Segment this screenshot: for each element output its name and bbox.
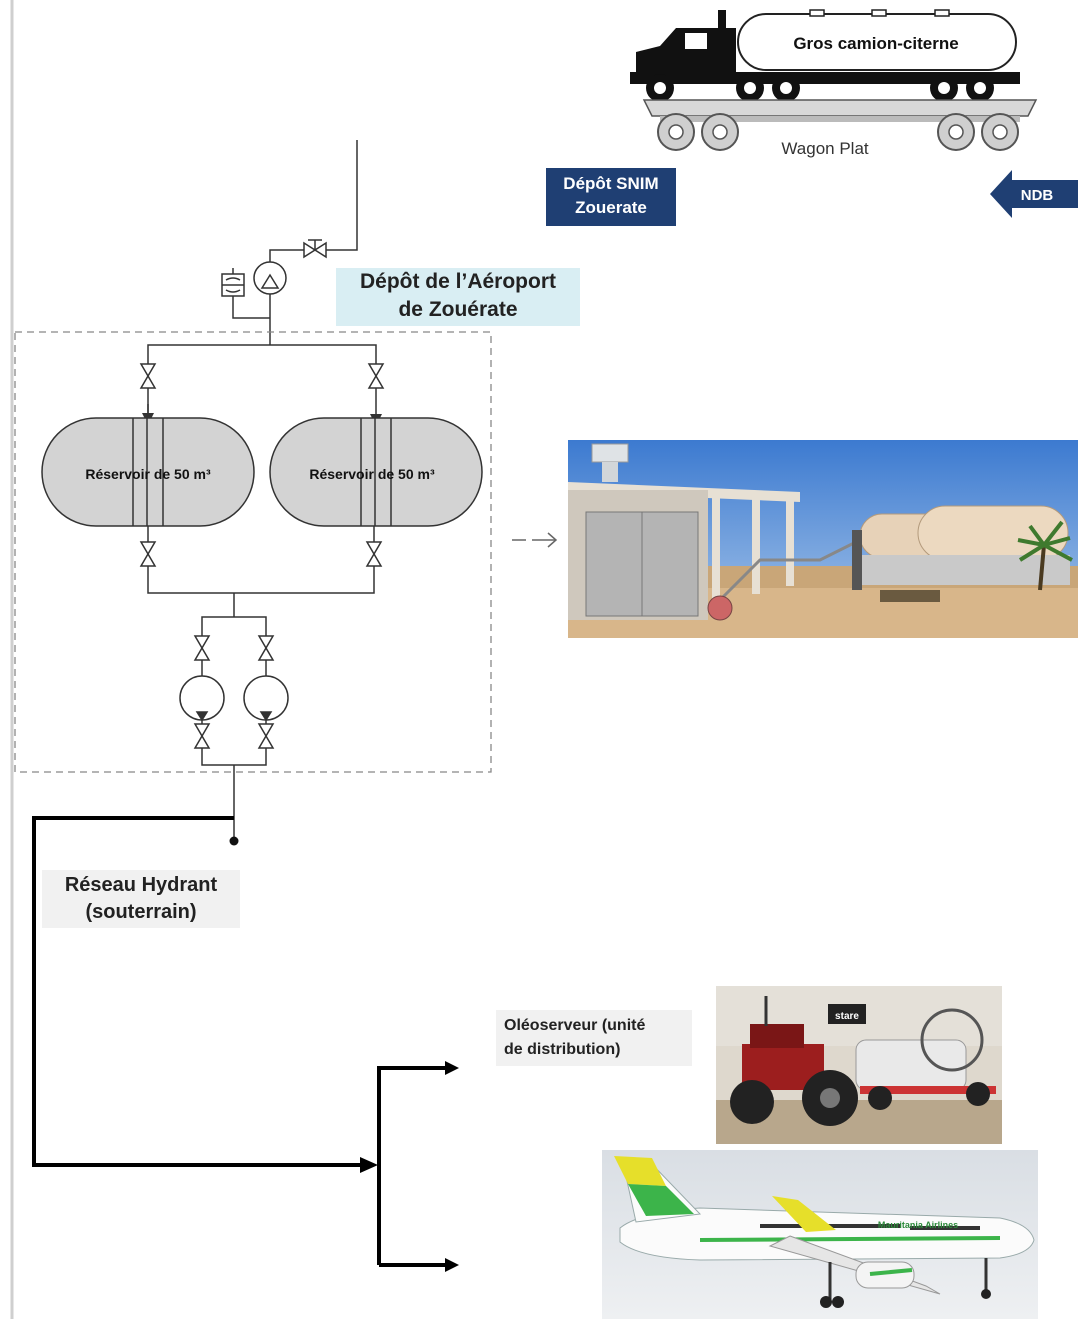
flat-wagon: [642, 99, 1038, 117]
hydrant-line1: Réseau Hydrant: [64, 874, 218, 896]
depot-photo-arrow: [512, 532, 558, 548]
stand-sign: stare: [835, 1011, 859, 1022]
plane-livery-text: Mauritania Airlines: [878, 1220, 958, 1230]
depot-airport-label: Dépôt de l’Aéroport de Zouérate: [336, 268, 580, 326]
top-manifold: [142, 344, 382, 426]
hydrant-line2: (souterrain): [85, 901, 197, 923]
hydrant-network-lines: [32, 816, 459, 1272]
depot-photo: [568, 440, 1078, 638]
airplane-photo: Mauritania Airlines: [602, 1150, 1038, 1319]
truck-label: Gros camion-citerne: [793, 34, 958, 53]
hydrant-network-label: Réseau Hydrant (souterrain): [42, 870, 240, 928]
oleoserveur-label: Oléoserveur (unité de distribution): [496, 1010, 692, 1066]
wagon-label: Wagon Plat: [781, 139, 869, 158]
distribution-pumps: [179, 675, 289, 722]
ndb-arrow: NDB: [990, 170, 1078, 218]
oleoserveur-photo: stare: [716, 986, 1002, 1144]
storage-tank-left: Réservoir de 50 m³: [41, 417, 255, 527]
tank-left-label: Réservoir de 50 m³: [85, 466, 211, 482]
depot-snim-label: Dépôt SNIM Zouerate: [546, 168, 676, 226]
oleo-line2: de distribution): [504, 1041, 621, 1058]
depot-airport-line2: de Zouérate: [398, 298, 518, 321]
inlet-piping: [221, 140, 358, 345]
ndb-label: NDB: [1021, 187, 1054, 204]
depot-snim-line1: Dépôt SNIM: [563, 174, 659, 193]
tank-right-label: Réservoir de 50 m³: [309, 466, 435, 482]
hydrant-junction: [229, 836, 239, 846]
airport-depot-boundary: [14, 331, 492, 773]
oleo-line1: Oléoserveur (unité: [504, 1017, 646, 1034]
tank-outlet-valves: [139, 541, 383, 749]
storage-tank-right: Réservoir de 50 m³: [269, 417, 483, 527]
truck-on-wagon-illustration: Gros camion-citerne Wagon Plat: [630, 9, 1038, 158]
tank-inlet-valves: [139, 363, 385, 389]
depot-airport-line1: Dépôt de l’Aéroport: [359, 270, 556, 293]
depot-snim-line2: Zouerate: [575, 198, 647, 217]
